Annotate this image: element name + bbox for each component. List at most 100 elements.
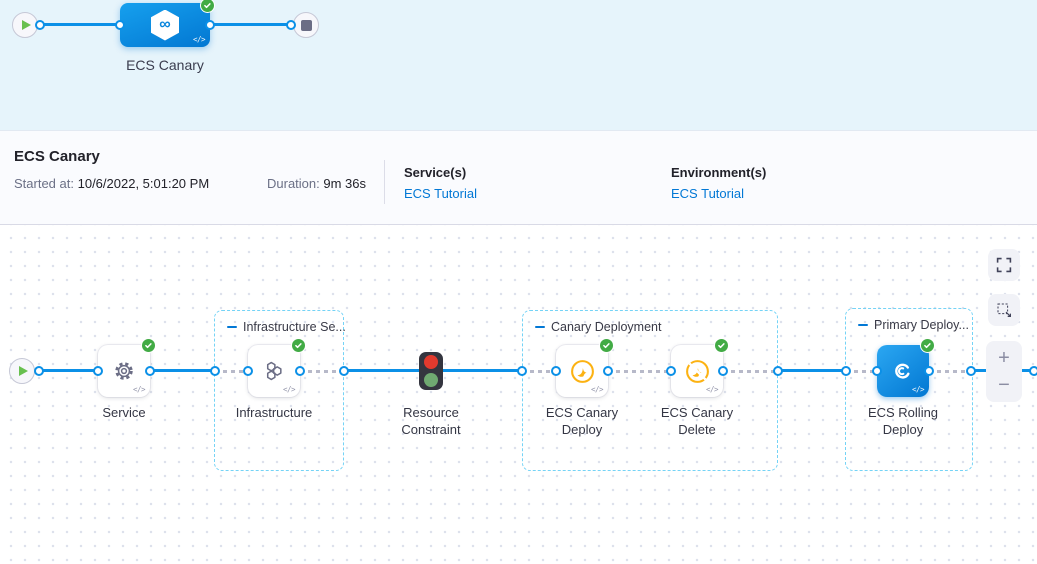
pipeline-start-node[interactable] — [12, 12, 38, 38]
step-service[interactable]: </> — [98, 338, 156, 397]
group-label: Primary Deploy... — [874, 318, 969, 332]
step-ecs-canary-delete[interactable]: </> — [671, 338, 729, 397]
fullscreen-icon — [996, 257, 1012, 273]
connector-point — [210, 366, 220, 376]
environments-column: Environment(s) ECS Tutorial — [671, 165, 766, 201]
edge-segment-dashed — [846, 370, 877, 373]
check-icon — [145, 343, 152, 349]
duration-value: 9m 36s — [323, 176, 367, 191]
ecs-rolling-icon — [895, 363, 910, 379]
connector-point — [1029, 366, 1037, 376]
execution-graph-canvas[interactable]: Infrastructure Se... Canary Deployment P… — [0, 225, 1037, 564]
step-infrastructure[interactable]: </> — [248, 338, 306, 397]
connector-point — [35, 20, 45, 30]
edge-segment — [210, 23, 291, 26]
step-resource-constraint[interactable] — [419, 352, 443, 390]
fullscreen-button[interactable] — [988, 249, 1020, 281]
zoom-controls: + − — [986, 341, 1022, 402]
zoom-in-button[interactable]: + — [998, 347, 1010, 369]
group-canary-deployment: Canary Deployment — [522, 310, 778, 471]
connector-point — [295, 366, 305, 376]
connector-point — [145, 366, 155, 376]
step-label: Resource Constraint — [401, 405, 461, 437]
started-at-value: 10/6/2022, 5:01:20 PM — [77, 176, 210, 191]
check-icon — [295, 343, 302, 349]
step-ecs-rolling-deploy[interactable]: </> — [877, 338, 935, 397]
play-icon — [19, 366, 28, 376]
step-ecs-canary-deploy[interactable]: </> — [556, 338, 614, 397]
edge-segment — [40, 23, 120, 26]
canary-icon — [570, 359, 594, 383]
check-icon — [603, 343, 610, 349]
step-label: ECS Rolling Deploy — [867, 405, 939, 437]
pipeline-stage-icon: ∞ — [151, 9, 179, 41]
group-infrastructure-section: Infrastructure Se... — [214, 310, 346, 471]
stop-icon — [300, 19, 312, 31]
collapse-group-icon[interactable] — [227, 326, 237, 328]
code-template-icon: </> — [282, 385, 296, 394]
group-primary-deployment: Primary Deploy... — [845, 308, 973, 471]
stage-node-ecs-canary[interactable]: ∞ </> — [120, 0, 215, 47]
service-link[interactable]: ECS Tutorial — [404, 186, 477, 201]
collapse-group-icon[interactable] — [858, 324, 868, 326]
code-template-icon: </> — [705, 385, 719, 394]
graph-start-node[interactable] — [9, 358, 35, 384]
stage-minimap: ∞ </> ECS Canary — [0, 0, 1037, 131]
connector-point — [872, 366, 882, 376]
code-template-icon: </> — [132, 385, 146, 394]
collapse-group-icon[interactable] — [535, 326, 545, 328]
connector-point — [243, 366, 253, 376]
edge-segment — [344, 369, 419, 372]
group-label: Infrastructure Se... — [243, 320, 346, 334]
execution-details-bar: ECS Canary Started at: 10/6/2022, 5:01:2… — [0, 131, 1037, 225]
zoom-out-button[interactable]: − — [998, 374, 1010, 396]
success-badge — [141, 338, 156, 353]
connector-point — [841, 366, 851, 376]
success-badge — [291, 338, 306, 353]
play-icon — [22, 20, 31, 30]
edge-segment-dashed — [608, 370, 671, 373]
connector-point — [551, 366, 561, 376]
connector-point — [966, 366, 976, 376]
gear-icon — [115, 362, 133, 380]
code-template-icon: </> — [192, 35, 206, 44]
connector-point — [924, 366, 934, 376]
connector-point — [603, 366, 613, 376]
check-icon — [924, 343, 931, 349]
marquee-select-icon — [997, 303, 1011, 317]
edge-segment-dashed — [215, 370, 248, 373]
group-header[interactable]: Canary Deployment — [535, 320, 661, 334]
edge-segment-dashed — [522, 370, 556, 373]
connector-point — [286, 20, 296, 30]
group-label: Canary Deployment — [551, 320, 662, 334]
traffic-light-green — [424, 372, 438, 387]
success-badge — [920, 338, 935, 353]
code-template-icon: </> — [911, 385, 925, 394]
connector-point — [718, 366, 728, 376]
connector-point — [115, 20, 125, 30]
divider — [384, 160, 385, 204]
duration: Duration: 9m 36s — [267, 176, 366, 191]
edge-segment-dashed — [723, 370, 778, 373]
canvas-selector-button[interactable] — [988, 294, 1020, 326]
connector-point — [517, 366, 527, 376]
edge-segment — [150, 369, 215, 372]
started-at-label: Started at: — [14, 176, 74, 191]
code-template-icon: </> — [590, 385, 604, 394]
edge-segment-dashed — [929, 370, 971, 373]
connector-point — [773, 366, 783, 376]
connector-point — [34, 366, 44, 376]
check-icon — [204, 3, 211, 9]
pipeline-end-node[interactable] — [293, 12, 319, 38]
group-header[interactable]: Infrastructure Se... — [227, 320, 346, 334]
group-header[interactable]: Primary Deploy... — [858, 318, 969, 332]
connector-point — [205, 20, 215, 30]
edge-segment — [443, 369, 522, 372]
step-label: ECS Canary Deploy — [545, 405, 619, 437]
services-column: Service(s) ECS Tutorial — [404, 165, 477, 201]
success-badge — [714, 338, 729, 353]
environment-link[interactable]: ECS Tutorial — [671, 186, 744, 201]
edge-segment-dashed — [300, 370, 344, 373]
edge-segment — [22, 369, 98, 372]
step-label: Infrastructure — [235, 405, 313, 420]
